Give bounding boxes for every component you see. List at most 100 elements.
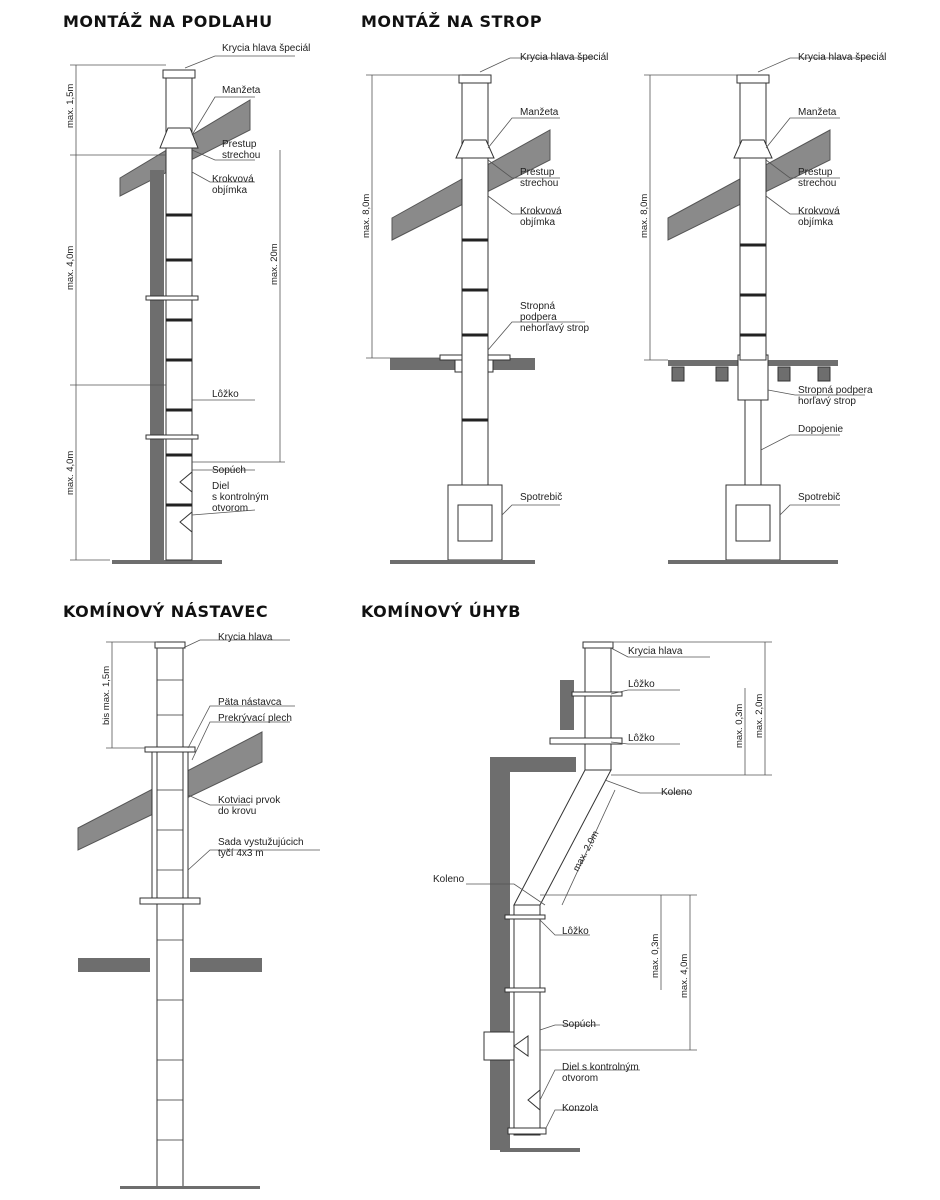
- label-roof-passage: Prestup: [520, 167, 555, 178]
- label-roof-passage: Prestup: [798, 167, 833, 178]
- label-ceiling-support: Stropná podpera: [798, 385, 873, 396]
- collar: [733, 139, 773, 159]
- wall-bracket: [504, 914, 546, 920]
- flue-inlet-icon: [513, 1035, 529, 1057]
- diagram-floor-mount: max. 1,5m max. 4,0m max. 4,0m max. 20m K…: [65, 43, 310, 564]
- wall-structure: [490, 757, 576, 1150]
- label-roof-passage-2: strechou: [222, 150, 260, 161]
- label-cap-special: Krycia hlava špeciál: [798, 52, 886, 63]
- label-bed: Lôžko: [562, 926, 589, 937]
- chimney-pipe: [156, 641, 184, 1188]
- label-reinforcement-set: Sada vystužujúcich: [218, 837, 304, 848]
- dim-label: max. 4,0m: [679, 954, 690, 998]
- label-flashing: Prekrývací plech: [218, 713, 292, 724]
- label-appliance: Spotrebič: [798, 492, 840, 503]
- heading-floor-mount: MONTÁŽ NA PODLAHU: [63, 12, 273, 31]
- dim-label: max. 2,0m: [754, 694, 765, 738]
- dim-label: max. 8,0m: [639, 194, 650, 238]
- label-inspection-piece-2: s kontrolným: [212, 492, 269, 503]
- label-ceiling-support: Stropná: [520, 301, 555, 312]
- label-roof-passage-2: strechou: [520, 178, 558, 189]
- label-cap: Krycia hlava: [628, 646, 683, 657]
- label-inspection-piece-2: otvorom: [562, 1073, 598, 1084]
- wall-bracket: [571, 691, 623, 697]
- label-bed: Lôžko: [628, 679, 655, 690]
- roofing-line: [120, 1186, 260, 1189]
- dim-label: max. 4,0m: [65, 451, 76, 495]
- wall-bracket: [504, 987, 546, 993]
- label-elbow: Koleno: [661, 787, 693, 798]
- connector-pipe: [744, 399, 762, 486]
- label-ceiling-support-2: podpera: [520, 312, 557, 323]
- label-roof-passage-2: strechou: [798, 178, 836, 189]
- label-collar: Manžeta: [520, 107, 559, 118]
- flue-inlet-box: [483, 1031, 515, 1061]
- diagram-chimney-offset: max. 0,3m max. 2,0m max. 2,0m max. 0,3m …: [433, 641, 772, 1152]
- chimney-pipe: [739, 74, 767, 361]
- chimney-cap: [458, 74, 492, 84]
- wall-upper: [560, 680, 574, 730]
- label-ceiling-support-3: nehorľavý strop: [520, 323, 590, 334]
- label-anchor: Kotviaci prvok: [218, 795, 281, 806]
- chimney-cap: [582, 641, 614, 649]
- label-rafter-clamp: Krokvová: [520, 206, 562, 217]
- label-anchor-2: do krovu: [218, 806, 256, 817]
- wall: [150, 170, 164, 562]
- label-collar: Manžeta: [798, 107, 837, 118]
- floor-line: [500, 1148, 580, 1152]
- collar: [455, 139, 495, 159]
- label-connection: Dopojenie: [798, 424, 843, 435]
- dim-label: max. 20m: [269, 243, 280, 285]
- label-cap: Krycia hlava: [218, 632, 273, 643]
- extension-base: [144, 746, 196, 753]
- label-flue-inlet: Sopúch: [562, 1019, 596, 1030]
- dim-label: max. 4,0m: [65, 246, 76, 290]
- wall-bracket: [549, 737, 623, 745]
- floor-slab-left: [78, 958, 150, 972]
- label-rafter-clamp: Krokvová: [212, 174, 254, 185]
- inspection-opening-icon: [179, 510, 193, 534]
- label-bed: Lôžko: [628, 733, 655, 744]
- label-inspection-piece: Diel: [212, 481, 229, 492]
- diagram-ceiling-combustible: max. 8,0m Krycia hlava špeciál Manžeta P…: [639, 52, 886, 564]
- appliance-door: [457, 504, 493, 542]
- support-plate: [139, 897, 201, 905]
- floor-line: [390, 560, 535, 564]
- wall-bracket: [145, 434, 199, 440]
- label-inspection-piece: Diel s kontrolným: [562, 1062, 639, 1073]
- label-appliance: Spotrebič: [520, 492, 562, 503]
- label-cap-special: Krycia hlava špeciál: [520, 52, 608, 63]
- floor-line: [112, 560, 222, 564]
- label-collar: Manžeta: [222, 85, 261, 96]
- collar: [159, 127, 199, 149]
- label-rafter-clamp-2: objímka: [520, 217, 555, 228]
- appliance-door: [735, 504, 771, 542]
- label-reinforcement-set-2: tyčí 4x3 m: [218, 848, 264, 859]
- flue-inlet-icon: [179, 470, 193, 494]
- label-console: Konzola: [562, 1103, 599, 1114]
- chimney-cap: [154, 641, 186, 649]
- ceiling-support: [737, 354, 769, 401]
- floor-line: [668, 560, 838, 564]
- label-extension-base: Päta nástavca: [218, 697, 282, 708]
- label-rafter-clamp-2: objímka: [212, 185, 247, 196]
- dim-label: max. 0,3m: [734, 704, 745, 748]
- chimney-cap: [736, 74, 770, 84]
- label-cap-special: Krycia hlava špeciál: [222, 43, 310, 54]
- floor-slab-right: [190, 958, 262, 972]
- diagram-chimney-extension: bis max. 1,5m Krycia hlava Päta nástavca…: [77, 632, 320, 1189]
- label-ceiling-support-2: horľavý strop: [798, 396, 856, 407]
- label-bed: Lôžko: [212, 389, 239, 400]
- dim-label: bis max. 1,5m: [101, 666, 112, 725]
- label-elbow: Koleno: [433, 874, 465, 885]
- wall-bracket: [145, 295, 199, 301]
- diagram-ceiling-noncombustible: max. 8,0m Krycia hlava špeciál Manžeta P…: [361, 52, 608, 564]
- heading-ceiling-mount: MONTÁŽ NA STROP: [361, 12, 543, 31]
- label-flue-inlet: Sopúch: [212, 465, 246, 476]
- dim-label: max. 0,3m: [650, 934, 661, 978]
- chimney-pipe: [461, 74, 489, 486]
- label-inspection-piece-3: otvorom: [212, 503, 248, 514]
- dim-label: max. 1,5m: [65, 84, 76, 128]
- console: [507, 1127, 547, 1135]
